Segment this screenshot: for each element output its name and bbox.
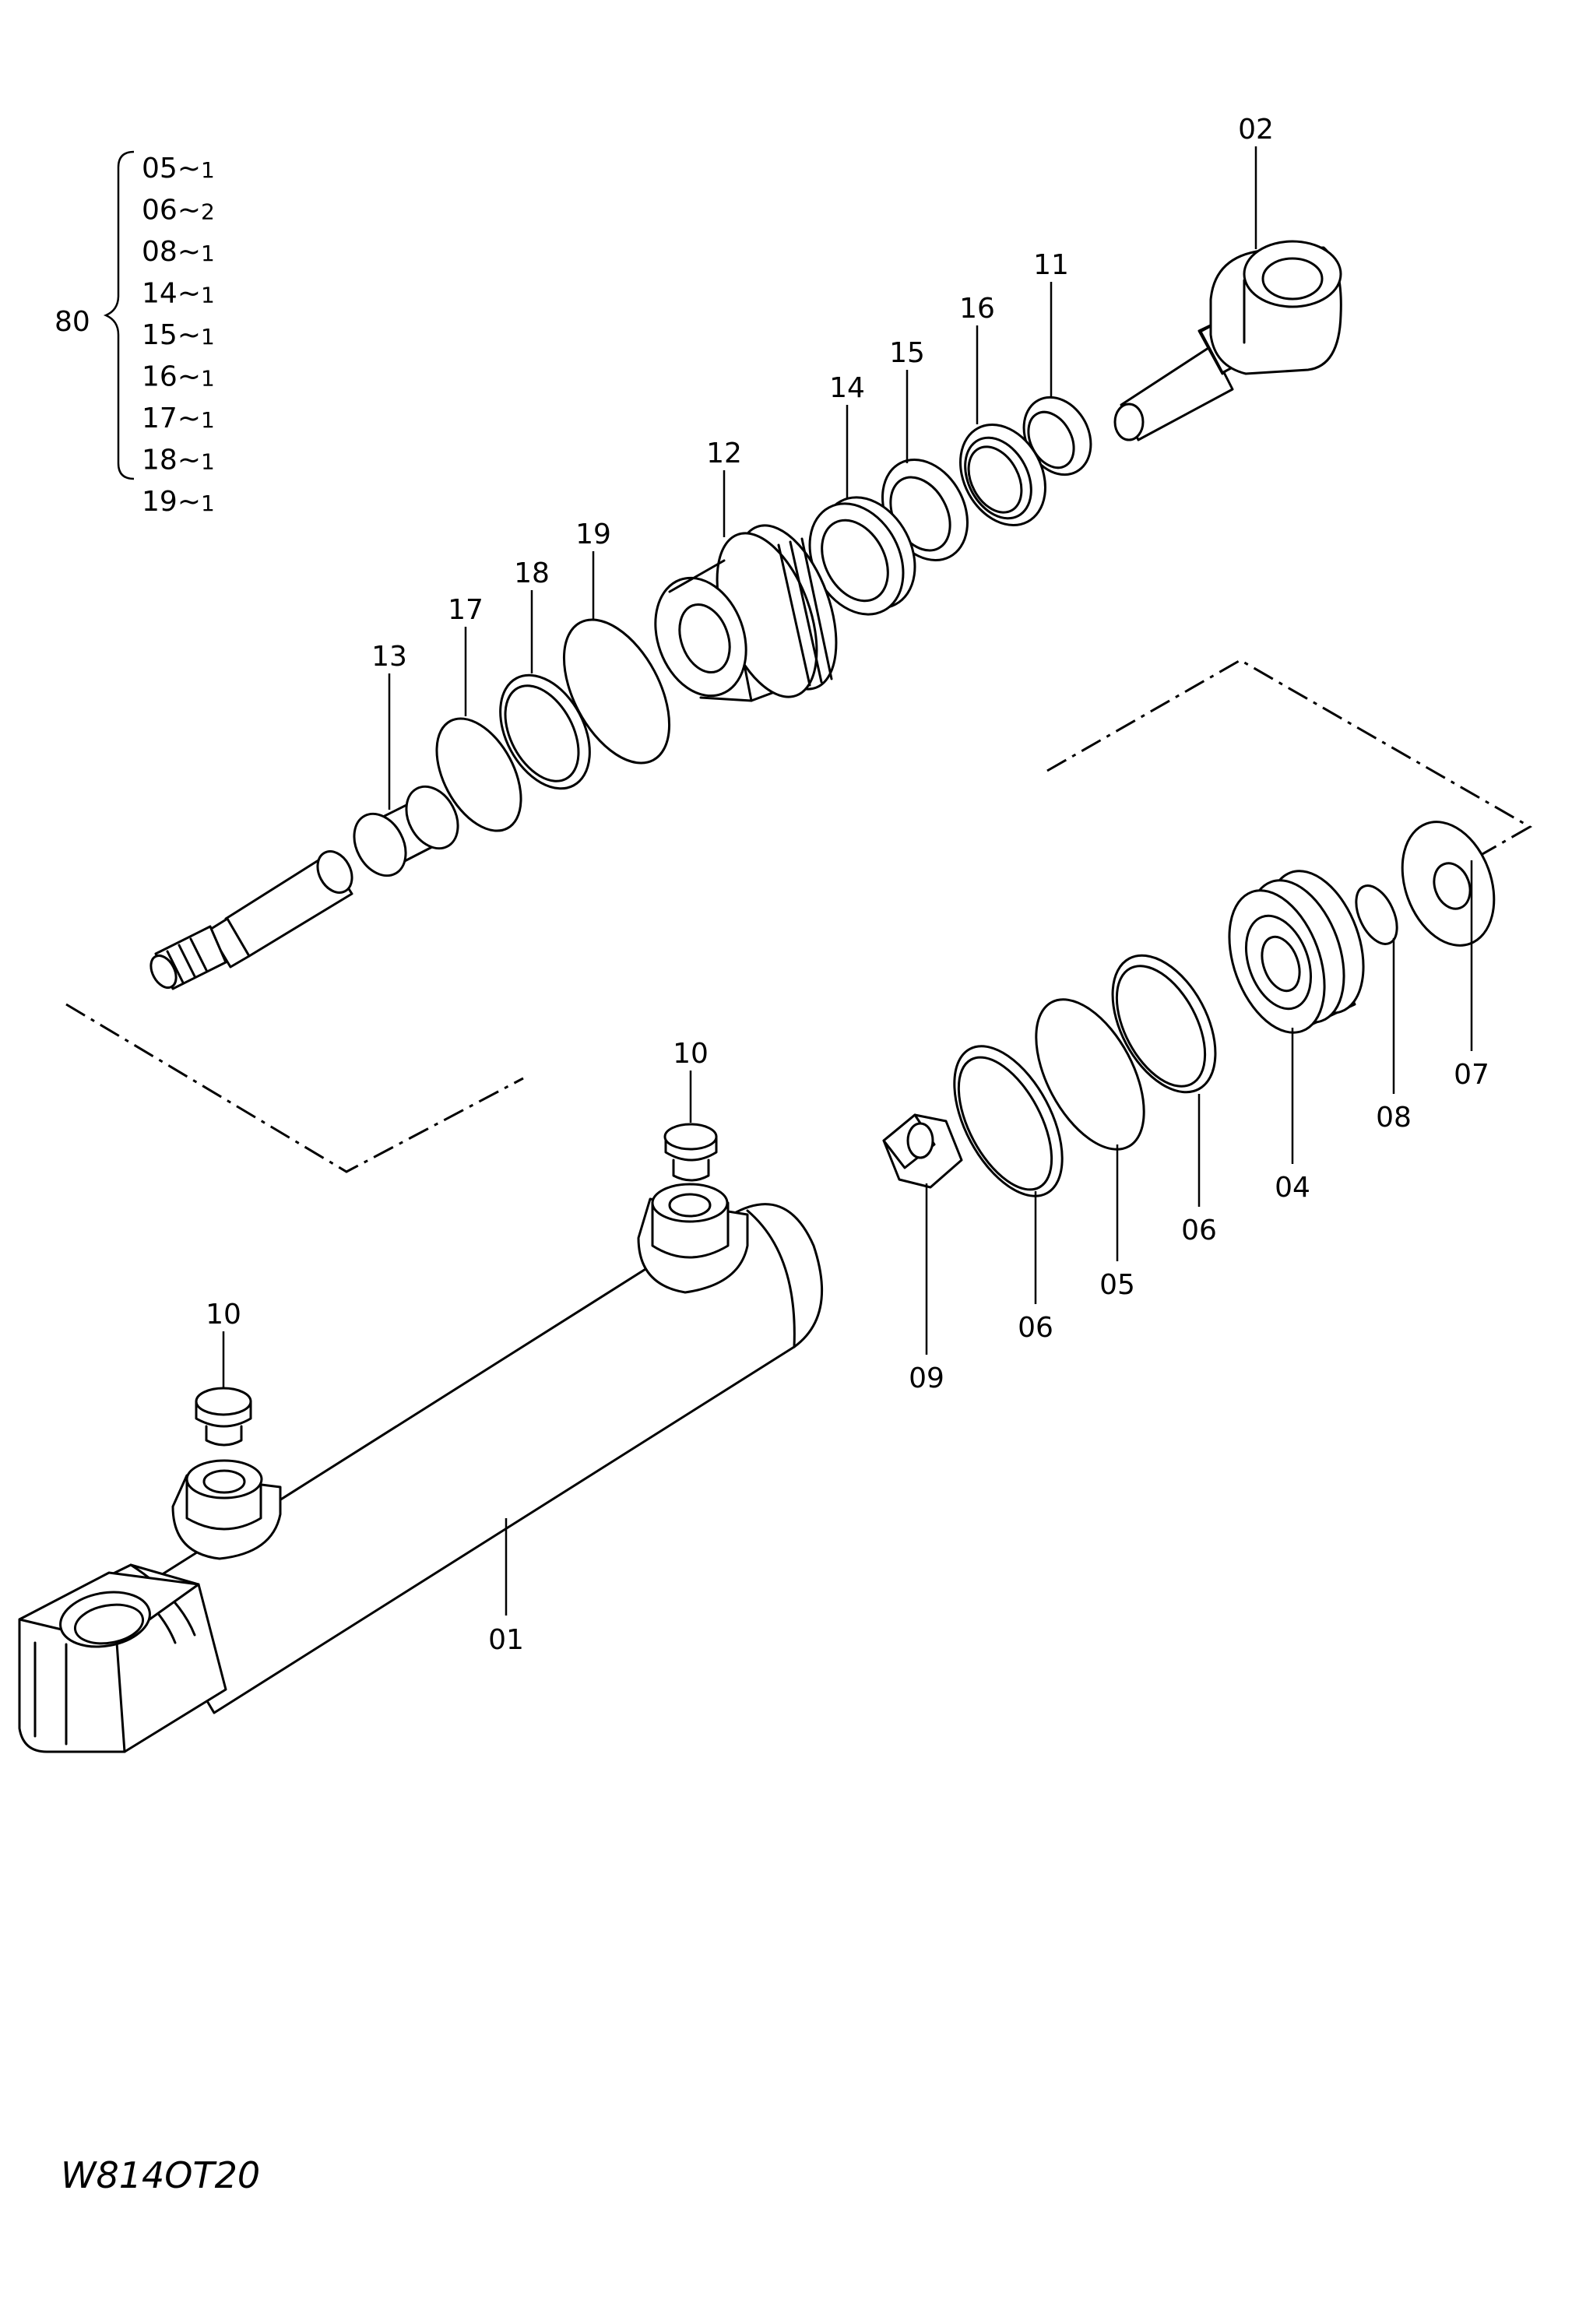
rod-gland-12 — [654, 524, 838, 702]
backup-ring-06-upper — [1111, 954, 1217, 1094]
kit-item: 15~1 — [142, 319, 215, 351]
piston-04 — [1228, 870, 1365, 1034]
leader-lines — [222, 146, 1473, 1616]
callout-05: 05 — [1099, 1269, 1135, 1301]
ring-11 — [1022, 396, 1092, 476]
callout-19: 19 — [575, 519, 611, 550]
kit-item: 18~1 — [142, 445, 215, 476]
seal-kit-list: 80 05~106~208~114~115~116~117~118~119~1 — [55, 150, 215, 518]
kit-item-part: 19 — [142, 486, 178, 518]
cylinder-tube-01 — [18, 1183, 824, 1753]
callout-16: 16 — [959, 293, 995, 325]
kit-item-qty: 1 — [201, 449, 215, 475]
callout-06-upper: 06 — [1181, 1215, 1217, 1246]
kit-item-part: 15 — [142, 319, 178, 351]
callout-07: 07 — [1454, 1059, 1489, 1091]
kit-item-part: 14 — [142, 278, 178, 310]
kit-item: 19~1 — [142, 486, 215, 518]
kit-item-tilde: ~ — [178, 319, 201, 351]
kit-item: 16~1 — [142, 361, 215, 393]
callout-04: 04 — [1275, 1172, 1310, 1204]
kit-item-part: 05 — [142, 153, 178, 185]
alignment-lines — [65, 659, 1533, 1173]
kit-item-part: 16 — [142, 361, 178, 393]
kit-item-qty: 1 — [201, 157, 215, 183]
drawing-code: W814OT20 — [61, 2154, 260, 2196]
kit-item-qty: 1 — [201, 283, 215, 308]
kit-item-part: 17 — [142, 403, 178, 434]
kit-item-part: 18 — [142, 445, 178, 476]
kit-item: 08~1 — [142, 236, 215, 268]
rod-eye-part — [1113, 240, 1342, 441]
kit-item-tilde: ~ — [178, 278, 201, 310]
kit-item-part: 08 — [142, 236, 178, 268]
kit-item-qty: 1 — [201, 407, 215, 433]
backup-ring-18 — [499, 673, 591, 790]
callout-13: 13 — [371, 641, 407, 673]
plug-10-upper — [663, 1123, 718, 1182]
callout-11: 11 — [1033, 249, 1069, 281]
o-ring-08 — [1355, 884, 1398, 945]
kit-item-tilde: ~ — [178, 361, 201, 393]
kit-item-tilde: ~ — [178, 195, 201, 227]
callout-15: 15 — [889, 337, 925, 369]
kit-item: 14~1 — [142, 278, 215, 310]
kit-item-part: 06 — [142, 195, 178, 227]
backup-ring-06-lower — [953, 1045, 1064, 1197]
kit-item-tilde: ~ — [178, 445, 201, 476]
kit-number: 80 — [55, 306, 90, 338]
kit-item-qty: 1 — [201, 366, 215, 392]
kit-item-qty: 1 — [201, 490, 215, 516]
o-ring-05 — [1035, 998, 1145, 1151]
callout-10-lower: 10 — [206, 1299, 241, 1331]
o-ring-17 — [435, 717, 522, 832]
kit-item-qty: 1 — [201, 241, 215, 266]
kit-item-tilde: ~ — [178, 486, 201, 518]
bushing-14 — [808, 496, 916, 616]
callout-08: 08 — [1376, 1102, 1412, 1134]
callout-09: 09 — [909, 1362, 944, 1394]
callout-02: 02 — [1238, 114, 1274, 146]
callout-18: 18 — [514, 557, 550, 589]
hex-nut-09 — [882, 1113, 963, 1189]
piston-rod — [149, 850, 353, 990]
kit-item-tilde: ~ — [178, 236, 201, 268]
bushing-13 — [353, 785, 459, 877]
callout-06-lower: 06 — [1018, 1312, 1053, 1344]
kit-item-tilde: ~ — [178, 153, 201, 185]
kit-item-qty: 2 — [201, 199, 215, 225]
kit-item-qty: 1 — [201, 324, 215, 350]
washer-07 — [1401, 821, 1496, 947]
callout-17: 17 — [448, 594, 484, 626]
callout-labels: 02 11 16 15 14 12 19 18 17 13 07 08 04 0… — [206, 114, 1489, 1656]
callout-01: 01 — [488, 1624, 524, 1656]
kit-item: 17~1 — [142, 403, 215, 434]
kit-item: 06~2 — [142, 195, 215, 227]
seal-16 — [959, 424, 1046, 526]
callout-10-upper: 10 — [673, 1038, 709, 1070]
kit-item: 05~1 — [142, 153, 215, 185]
callout-12: 12 — [706, 438, 742, 469]
plug-10-lower — [195, 1387, 252, 1447]
callout-14: 14 — [829, 372, 865, 404]
kit-item-tilde: ~ — [178, 403, 201, 434]
